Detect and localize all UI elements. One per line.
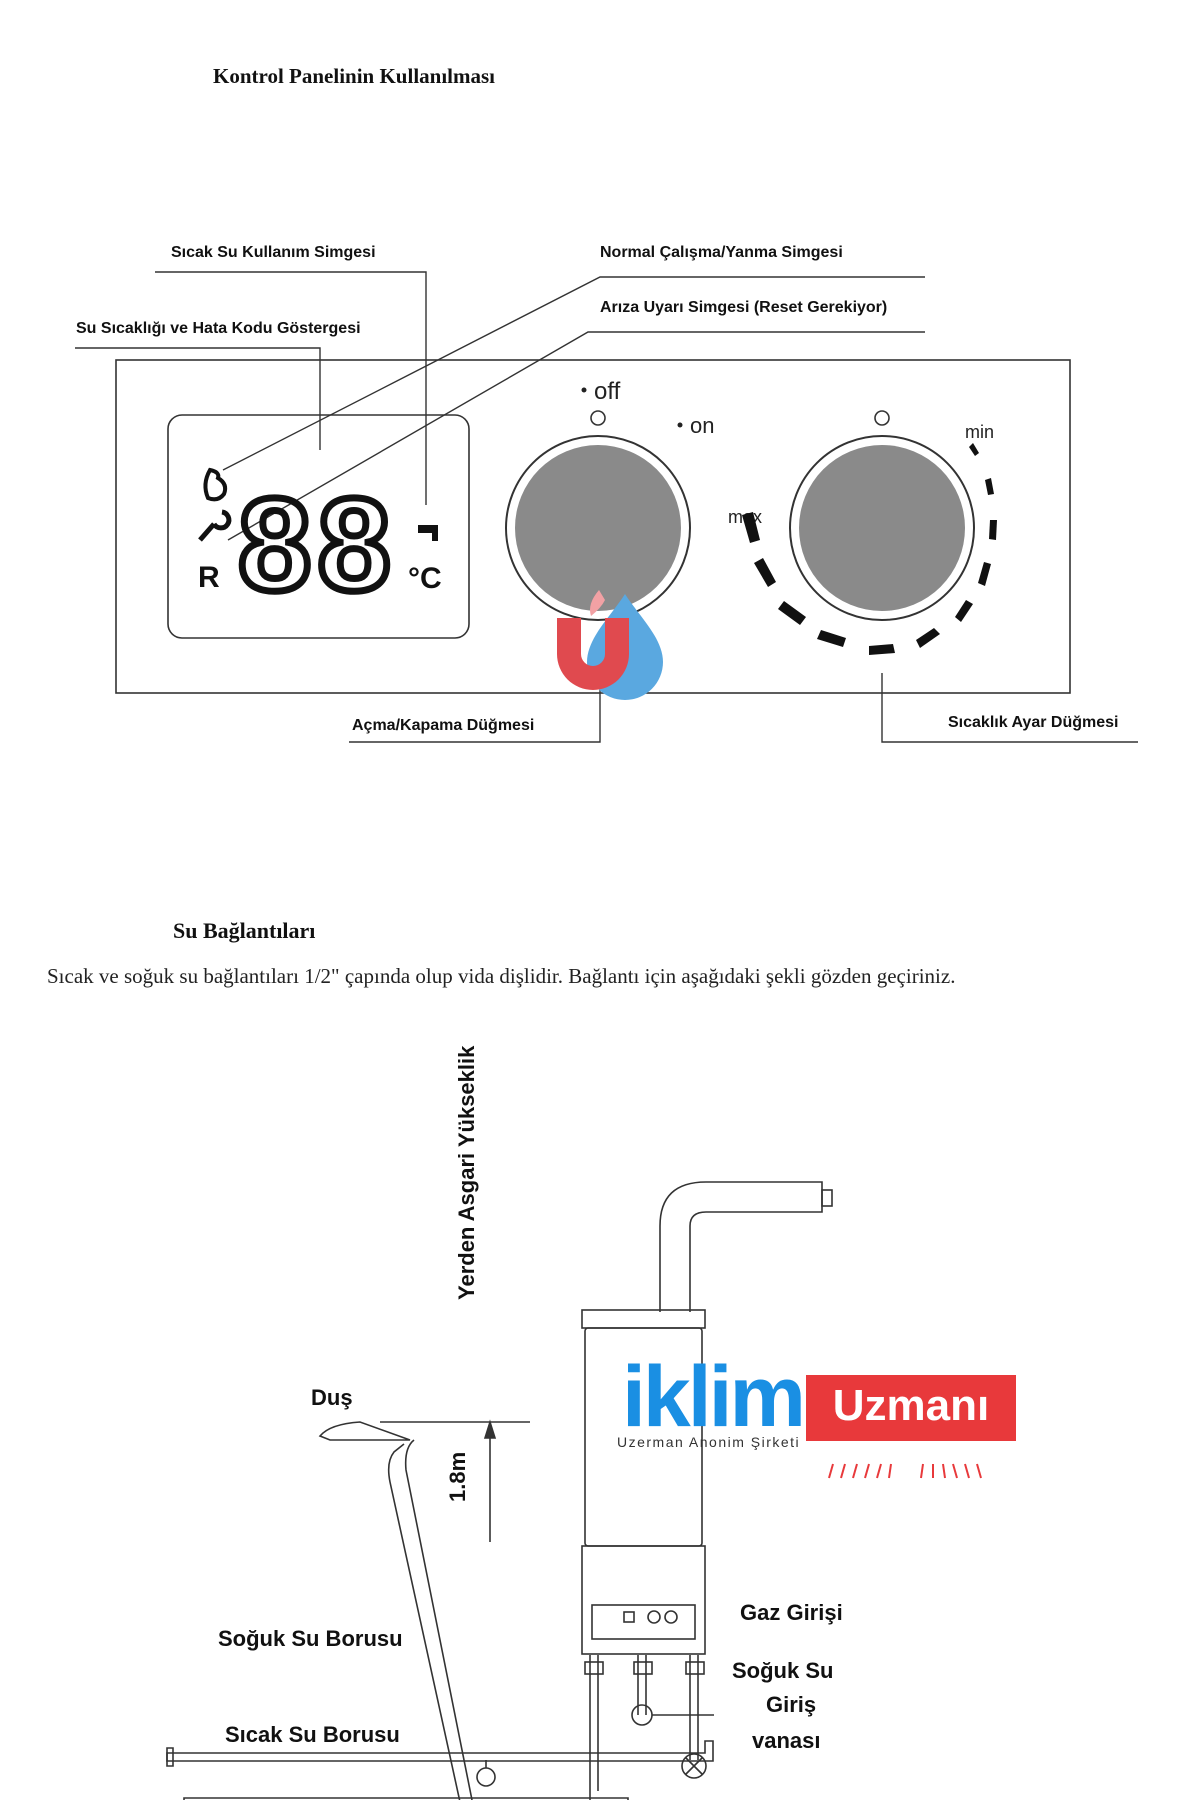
label-cold-valve-line1: Soğuk Su bbox=[732, 1658, 834, 1683]
seven-segment-digits: 88 bbox=[238, 471, 397, 618]
temperature-scale bbox=[742, 443, 997, 655]
label-temp-error-display: Su Sıcaklığı ve Hata Kodu Göstergesi bbox=[76, 320, 361, 337]
label-shower: Duş bbox=[311, 1385, 353, 1410]
control-panel-heading: Kontrol Panelinin Kullanılması bbox=[213, 64, 496, 88]
watermark-brand-left: iklim bbox=[622, 1349, 806, 1445]
flame-icon bbox=[203, 467, 228, 502]
label-on-off-button: Açma/Kapama Düğmesi bbox=[352, 717, 535, 734]
label-height-value: 1.8m bbox=[445, 1451, 470, 1502]
knob-off-label: off bbox=[594, 378, 621, 405]
label-min-height: Yerden Asgari Yükseklik bbox=[454, 1045, 479, 1300]
label-cold-valve-line3: vanası bbox=[752, 1728, 821, 1753]
installation-diagram bbox=[166, 1181, 833, 1800]
label-gas-inlet: Gaz Girişi bbox=[740, 1600, 843, 1625]
temperature-knob[interactable] bbox=[799, 445, 965, 611]
label-normal-operation: Normal Çalışma/Yanma Simgesi bbox=[600, 244, 843, 261]
reset-letter: R bbox=[198, 561, 220, 594]
on-off-knob[interactable] bbox=[515, 445, 681, 611]
label-temp-knob: Sıcaklık Ayar Düğmesi bbox=[948, 714, 1119, 731]
label-hot-water-symbol: Sıcak Su Kullanım Simgesi bbox=[171, 244, 376, 261]
hot-water-u-icon bbox=[557, 618, 629, 690]
water-connections-paragraph: Sıcak ve soğuk su bağlantıları 1/2" çapı… bbox=[47, 964, 956, 988]
label-hot-pipe: Sıcak Su Borusu bbox=[225, 1722, 400, 1747]
control-panel-diagram: R 88 °C off on min max bbox=[75, 271, 1138, 743]
watermark-heat-lines bbox=[828, 1463, 982, 1479]
watermark-subtitle: Uzerman Anonim Şirketi bbox=[617, 1434, 801, 1450]
knob-min-label: min bbox=[965, 422, 994, 442]
celsius-unit: °C bbox=[408, 562, 442, 595]
label-cold-valve-line2: Giriş bbox=[766, 1692, 817, 1717]
water-connections-heading: Su Bağlantıları bbox=[173, 918, 316, 943]
wrench-icon bbox=[198, 509, 232, 542]
label-fault-warning: Arıza Uyarı Simgesi (Reset Gerekiyor) bbox=[600, 299, 888, 316]
tap-icon bbox=[418, 525, 438, 541]
watermark-brand-right: Uzmanı bbox=[806, 1375, 1016, 1441]
label-cold-pipe: Soğuk Su Borusu bbox=[218, 1626, 403, 1651]
knob-on-label: on bbox=[690, 413, 714, 438]
